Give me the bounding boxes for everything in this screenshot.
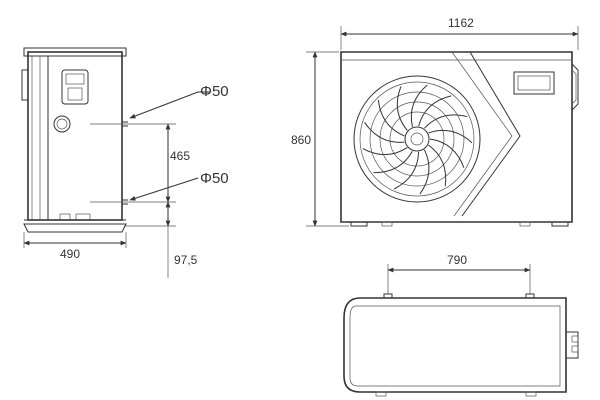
dimension-pipe-spacing: 465 [90,123,190,227]
side-view-port [53,115,71,133]
fan-blade [362,147,408,156]
side-view-base [23,223,127,233]
side-view-body [27,51,123,221]
fan-blade [428,144,447,187]
side-view-left-bracket [21,69,29,101]
leader-lower-pipe: Φ50 [129,170,229,201]
front-view-handle [571,63,579,111]
lower-pipe-diameter: Φ50 [200,170,229,187]
front-view-diagonal-panel [446,51,521,217]
front-width-label: 1162 [448,16,474,30]
fan-blade [424,114,468,129]
front-view [340,51,579,227]
side-view [21,47,128,233]
fan-blade [419,149,430,195]
pipe-spacing-label: 465 [170,149,190,163]
fan-hub [404,126,430,152]
dimension-front-height: 860 [291,51,349,227]
fan-blade [429,138,465,168]
leader-upper-pipe: Φ50 [129,83,229,119]
fan-blade [410,84,428,127]
upper-pipe-diameter: Φ50 [200,83,229,100]
fan-blade [377,99,405,137]
top-view-connector [566,331,579,359]
fan-blade [373,150,413,174]
side-width-label: 490 [60,247,80,261]
pipe-base-label: 97,5 [174,253,198,267]
front-height-label: 860 [291,133,311,147]
dimension-side-width: 490 [23,232,127,261]
front-view-body [340,51,573,223]
control-panel-buttons [67,87,83,101]
top-view-body [343,297,567,393]
top-view [343,293,579,397]
fan-blade [396,86,408,131]
dimension-pipe-base: 97,5 [165,201,198,278]
front-view-foot-right [551,221,569,227]
fan-guard-outer [353,75,481,203]
control-panel [61,69,89,105]
control-panel-screen [65,73,85,85]
fan-blades [362,84,473,195]
front-view-foot-left [350,221,368,227]
fan-blade [418,95,452,127]
side-view-top-plate [23,47,127,57]
dimension-top-spacing: 790 [387,253,531,294]
dimension-front-width: 1162 [340,16,579,50]
fan-blade [393,151,420,190]
fan-blade [364,122,405,143]
fan-blade [428,130,473,144]
front-view-display-window [513,71,555,95]
top-spacing-label: 790 [447,253,467,267]
